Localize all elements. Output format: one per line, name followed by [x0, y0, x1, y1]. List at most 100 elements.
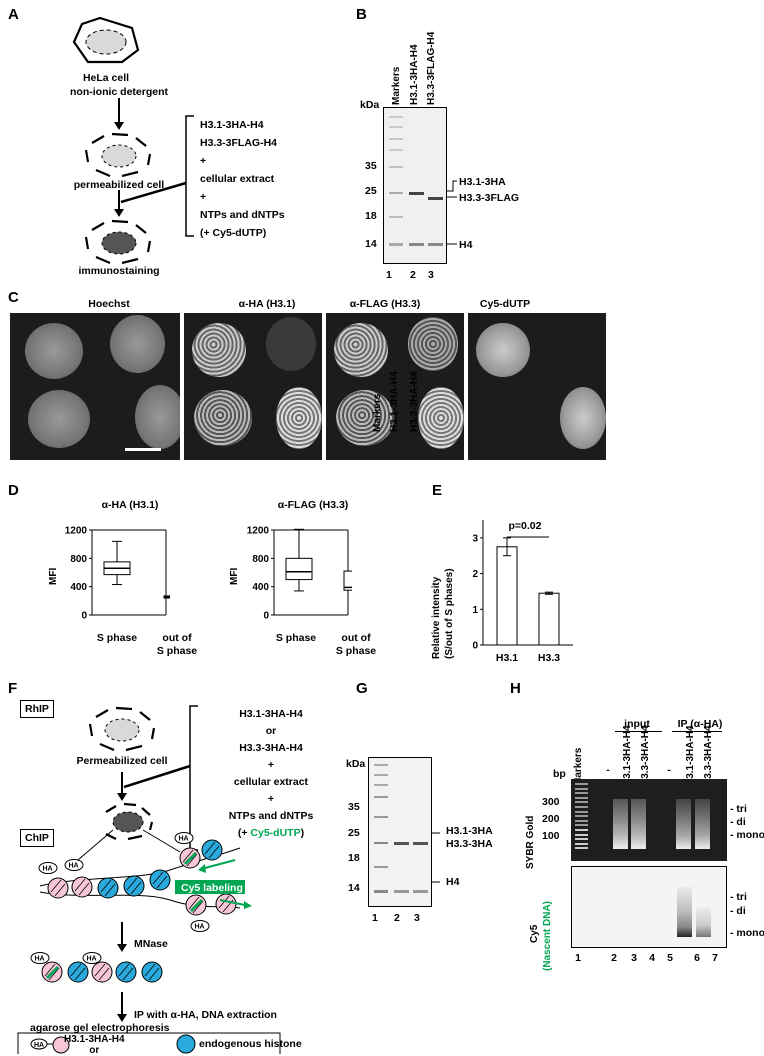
legend-ha-icon: HA [30, 1036, 70, 1054]
ladder-band [575, 801, 588, 804]
mix-item: + [200, 155, 207, 167]
x-category: S phase [335, 645, 377, 657]
bp-mark: 200 [542, 813, 560, 825]
band-size-label: - tri [730, 803, 747, 815]
x-category: S phase [275, 632, 317, 644]
lane-number: 3 [631, 952, 637, 964]
ladder-band [575, 829, 588, 831]
nucleosome-icon [141, 961, 163, 983]
lane-label: Markers [372, 393, 383, 432]
ladder-band [575, 796, 588, 799]
mix-item: + [200, 191, 207, 203]
ha-tag-label: HA [43, 866, 53, 873]
histone-stripe [204, 841, 220, 859]
band-label: H3.1-3HA [459, 176, 506, 188]
histone-stripe [188, 896, 204, 914]
permeabilized-label: permeabilized cell [73, 179, 165, 191]
lane-number: 1 [386, 269, 392, 281]
mix-item: NTPs and dNTPs [200, 209, 285, 221]
legend-tag-text: H3.1-3HA-H4 or [64, 1034, 125, 1056]
micrograph-title: Hoechst [88, 298, 130, 310]
legend-endogenous-icon [176, 1034, 196, 1054]
micrograph-title: α-HA (H3.1) [238, 298, 296, 310]
tick-label: 1200 [247, 526, 270, 537]
arrow-down-icon [114, 122, 124, 130]
lane-number: 7 [712, 952, 718, 964]
histone-stripe [100, 879, 116, 897]
band-size-label: - mono [730, 829, 764, 841]
gel-sybr [571, 779, 727, 861]
histone-stripe [144, 963, 160, 981]
mix-item: H3.1-3HA-H4 [200, 119, 264, 131]
ip-header: IP (α-HA) [677, 718, 723, 730]
tick-label: 0 [472, 641, 478, 651]
x-category: H3.3 [537, 652, 561, 664]
protein-gel-b [383, 107, 447, 264]
panel-f-mix-list: H3.1-3HA-H4 or H3.3-3HA-H4 + cellular ex… [216, 706, 326, 842]
nucleosome-icon [215, 893, 237, 915]
chip-box: ChIP [20, 829, 54, 847]
marker-25: 25 [365, 185, 377, 197]
marker-18: 18 [348, 852, 360, 864]
nucleosome-icon [123, 875, 145, 897]
micrograph-cy5 [468, 313, 606, 460]
tick-label: 1200 [65, 526, 88, 537]
ha-tag-icon [190, 920, 210, 932]
lane-number: 3 [428, 269, 434, 281]
hela-nucleus-icon [85, 29, 127, 55]
panel-a-diagram [72, 16, 194, 265]
ladder-band [575, 842, 588, 845]
cy5-stripe [189, 898, 204, 913]
panel-label-a: A [8, 6, 19, 23]
chart-title: α-HA (H3.1) [101, 499, 159, 511]
lane-number: 2 [611, 952, 617, 964]
histone-stripe [152, 871, 168, 889]
histone-stripe [44, 963, 60, 981]
lane-label: - [667, 764, 671, 776]
immunostaining-label: immunostaining [78, 265, 160, 277]
y-axis-label: (S/out of S phases) [444, 568, 455, 659]
immunostained-cell-icon [84, 219, 152, 265]
nucleosome-icon [149, 869, 171, 891]
marker-14: 14 [365, 238, 377, 250]
p-value: p=0.02 [508, 520, 542, 532]
hela-label: HeLa cell [82, 72, 130, 84]
histone-stripe [70, 963, 86, 981]
mix-item: cellular extract [200, 173, 275, 185]
tick-label: 800 [70, 554, 87, 565]
mix-item: cellular extract [233, 776, 309, 788]
gel-cy5 [571, 866, 727, 948]
tick-label: 2 [472, 569, 478, 580]
lane-label: H3.3-3HA-H4 [640, 725, 651, 786]
mix-item: H3.3-3HA-H4 [239, 742, 303, 754]
mix-item: + [267, 759, 275, 771]
band-size-label: - tri [730, 891, 747, 903]
ladder-band [575, 787, 588, 790]
nucleosome-icon [67, 961, 89, 983]
micrograph-ha [184, 313, 322, 460]
x-category: out of [162, 632, 192, 644]
mix-item: or [265, 725, 277, 737]
y-axis-label: Relative intensity [431, 576, 442, 659]
cy5-labeling-text: Cy5 labeling [181, 882, 243, 894]
histone-stripe [50, 879, 66, 897]
histone-stripe [182, 849, 198, 867]
band-label: H3.3-3HA [446, 838, 493, 850]
band-size-label: - mono [730, 927, 764, 939]
nucleosome-icon [71, 876, 93, 898]
mnase-label: MNase [134, 938, 168, 950]
mix-item: + [267, 793, 275, 805]
cy5-stripe [45, 965, 60, 980]
mix-item: (+ Cy5-dUTP) [200, 227, 267, 239]
ha-tag-icon [38, 862, 58, 874]
scale-bar [125, 448, 161, 451]
ladder-band [575, 792, 588, 795]
legend-text: or [89, 1045, 100, 1056]
ladder-band [575, 824, 588, 827]
histone-stripe [94, 963, 110, 981]
nucleosome-icon [97, 877, 119, 899]
ha-tag-label: HA [69, 863, 79, 870]
